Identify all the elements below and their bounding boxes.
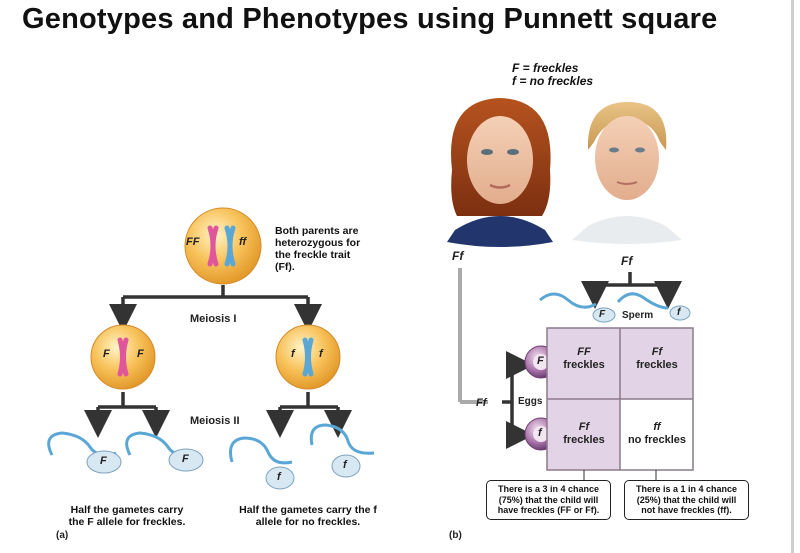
parent-genotype-left: FF: [186, 236, 200, 248]
cell-phenotype: freckles: [636, 359, 678, 371]
gamete-3: [229, 436, 295, 490]
parent-note: Both parents are heterozygous for the fr…: [275, 225, 361, 273]
punnett-cell-FF: FF freckles: [549, 346, 619, 372]
father-portrait: [572, 102, 682, 244]
cell-phenotype: freckles: [563, 359, 605, 371]
legend: F = freckles f = no freckles: [512, 62, 593, 88]
sperm-allele-f: f: [677, 307, 681, 318]
father-genotype: Ff: [621, 254, 633, 268]
gamete-2-allele: F: [182, 453, 189, 465]
daughter-cell-left: [90, 324, 156, 390]
gamete-2: [125, 431, 204, 472]
punnett-square: [546, 327, 694, 471]
meiosis2-connector-left: [84, 392, 170, 438]
gamete-4-allele: f: [343, 459, 347, 471]
sperm-allele-F: F: [599, 309, 606, 320]
probability-note-left: There is a 3 in 4 chance (75%) that the …: [486, 480, 611, 520]
cell-genotype: FF: [577, 346, 591, 358]
cell-right-allele-1: f: [291, 348, 295, 360]
mother-genotype: Ff: [452, 249, 464, 263]
cell-genotype: Ff: [651, 346, 663, 358]
punnett-cell-ff: ff no freckles: [618, 421, 696, 447]
gamete-3-allele: f: [277, 471, 281, 483]
caption-left: Half the gametes carry the F allele for …: [68, 504, 186, 528]
eggs-connector: [502, 351, 534, 449]
cell-genotype: ff: [653, 421, 661, 433]
page-title: Genotypes and Phenotypes using Punnett s…: [22, 3, 718, 35]
gamete-1-allele: F: [100, 455, 107, 467]
panel-b-label: (b): [449, 530, 462, 541]
father-to-sperm-connector: [581, 272, 682, 309]
meiosis1-label: Meiosis I: [190, 313, 237, 325]
parent-genotype-right: ff: [239, 236, 247, 248]
mother-to-eggs-connector: [458, 268, 488, 404]
daughter-cell-right: [275, 324, 341, 390]
cell-left-allele-2: F: [137, 348, 144, 360]
probability-note-right: There is a 1 in 4 chance (25%) that the …: [624, 480, 749, 520]
sperm-f: [616, 292, 691, 321]
caption-right: Half the gametes carry the f allele for …: [239, 504, 377, 528]
meiosis2-label: Meiosis II: [190, 415, 240, 427]
sperm-label: Sperm: [622, 310, 654, 321]
parent-chromosomes: [207, 225, 236, 267]
legend-dominant: F = freckles: [512, 61, 579, 75]
egg-allele-F: F: [537, 355, 544, 367]
punnett-cell-Ff-bottom: Ff freckles: [549, 421, 619, 447]
cell-genotype: Ff: [578, 421, 590, 433]
egg-allele-f: f: [538, 427, 542, 439]
cell-right-allele-2: f: [319, 348, 323, 360]
gamete-1: [47, 431, 122, 474]
cell-phenotype: no freckles: [627, 434, 687, 446]
meiosis1-connector: [109, 285, 322, 332]
meiosis2-connector-right: [266, 392, 352, 438]
parent-cell: [184, 207, 262, 285]
punnett-cell-Ff-top: Ff freckles: [622, 346, 692, 372]
sperm-F: [539, 292, 616, 323]
eggs-label: Eggs: [518, 396, 543, 407]
cell-left-allele-1: F: [103, 348, 110, 360]
panel-a-label: (a): [56, 530, 69, 541]
legend-recessive: f = no freckles: [512, 74, 594, 88]
gamete-4: [309, 423, 375, 478]
cell-phenotype: freckles: [563, 434, 605, 446]
egg-parent-genotype: Ff: [476, 397, 487, 409]
mother-portrait: [447, 98, 553, 247]
